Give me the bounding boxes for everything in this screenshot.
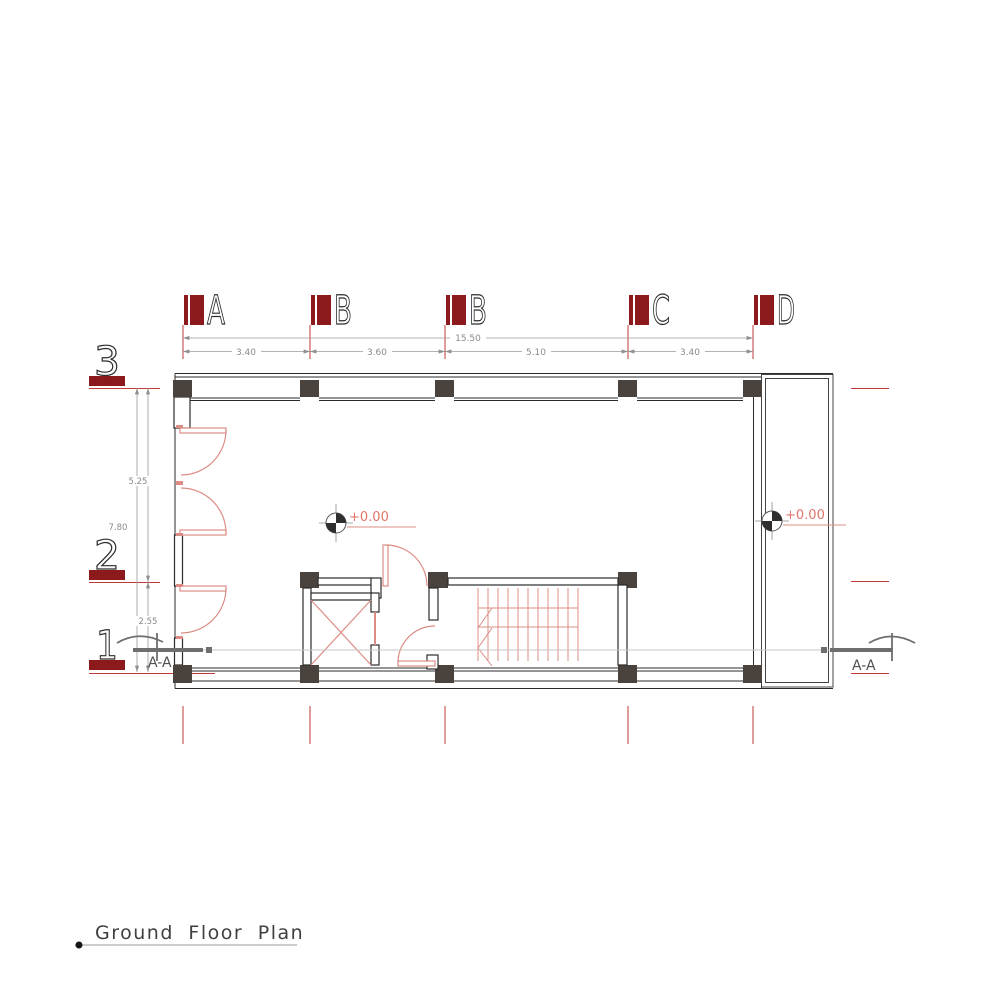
entry-door-upper xyxy=(179,427,227,476)
grid-row-label-1: 1 xyxy=(96,623,118,669)
grid-column-label-b1: B xyxy=(334,288,352,334)
structural-columns xyxy=(173,380,762,683)
door-hinge-ticks xyxy=(176,425,183,639)
grid-row-label-3: 3 xyxy=(94,339,120,385)
grid-marker-bars xyxy=(184,295,774,325)
grid-lines-below-plan xyxy=(182,706,754,744)
section-flag-left xyxy=(116,635,164,644)
level-marker-terrace: +0.00 xyxy=(755,502,846,540)
dim-bay-b-c: 5.10 xyxy=(526,348,546,358)
dim-bay-c-d: 3.40 xyxy=(680,348,700,358)
left-wall-segment xyxy=(173,534,184,587)
level-quadrant xyxy=(762,521,772,531)
dim-row-2-1: 2.55 xyxy=(139,617,158,627)
entry-door-lower-pair xyxy=(179,487,227,536)
level-quadrant xyxy=(326,523,336,533)
elevator-shaft xyxy=(302,587,380,666)
grid-row-label-2: 2 xyxy=(94,533,120,579)
level-value-interior: +0.00 xyxy=(349,510,389,525)
elevator-x-brace xyxy=(310,599,372,666)
lobby-door-top xyxy=(382,544,428,587)
dim-bay-b-b: 3.60 xyxy=(367,348,387,358)
row-grid-markers: 3 2 1 xyxy=(89,338,215,674)
title-bullet xyxy=(75,941,83,949)
level-marker-interior: +0.00 xyxy=(319,504,416,542)
exterior-walls xyxy=(173,373,833,689)
dimensions-left: 5.25 2.55 7.80 xyxy=(106,388,161,672)
level-quadrant xyxy=(336,513,346,523)
dim-overall-width: 15.50 xyxy=(455,334,481,344)
stair-right-wall xyxy=(617,584,628,666)
drawing-title: Ground Floor Plan xyxy=(95,922,304,944)
entry-door-bottom xyxy=(179,585,227,634)
title-block: Ground Floor Plan xyxy=(75,922,304,949)
row-marker-bars xyxy=(89,376,125,670)
floor-plan xyxy=(173,373,834,689)
column-grid-markers: A B B C D xyxy=(182,287,796,359)
section-label-right: A-A xyxy=(852,658,876,674)
dim-bay-a-b: 3.40 xyxy=(236,348,256,358)
dim-row-3-2: 5.25 xyxy=(129,477,148,487)
stair-treads xyxy=(477,588,579,661)
level-value-terrace: +0.00 xyxy=(785,508,825,523)
level-markers: +0.00 +0.00 xyxy=(319,502,846,542)
grid-column-label-c: C xyxy=(652,288,670,334)
section-line-a-a: A-A A-A xyxy=(116,388,916,674)
grid-column-label-b2: B xyxy=(469,288,487,334)
level-quadrant xyxy=(772,511,782,521)
lobby-partition xyxy=(428,587,439,621)
interior-walls xyxy=(317,577,628,670)
terrace-extension xyxy=(761,374,834,688)
dim-overall-height: 7.80 xyxy=(109,523,128,533)
stair-direction-break xyxy=(477,607,493,667)
doors xyxy=(176,425,436,667)
section-label-left: A-A xyxy=(148,655,172,671)
staircase xyxy=(477,588,579,667)
row-line-extensions-right xyxy=(851,388,889,674)
lobby-door-bottom xyxy=(397,625,436,667)
dimensions-top: 15.50 3.40 3.60 5.10 3.40 xyxy=(183,331,753,358)
grid-column-label-d: D xyxy=(777,288,795,334)
grid-column-label-a: A xyxy=(207,288,225,334)
left-wall-segment xyxy=(173,396,191,429)
